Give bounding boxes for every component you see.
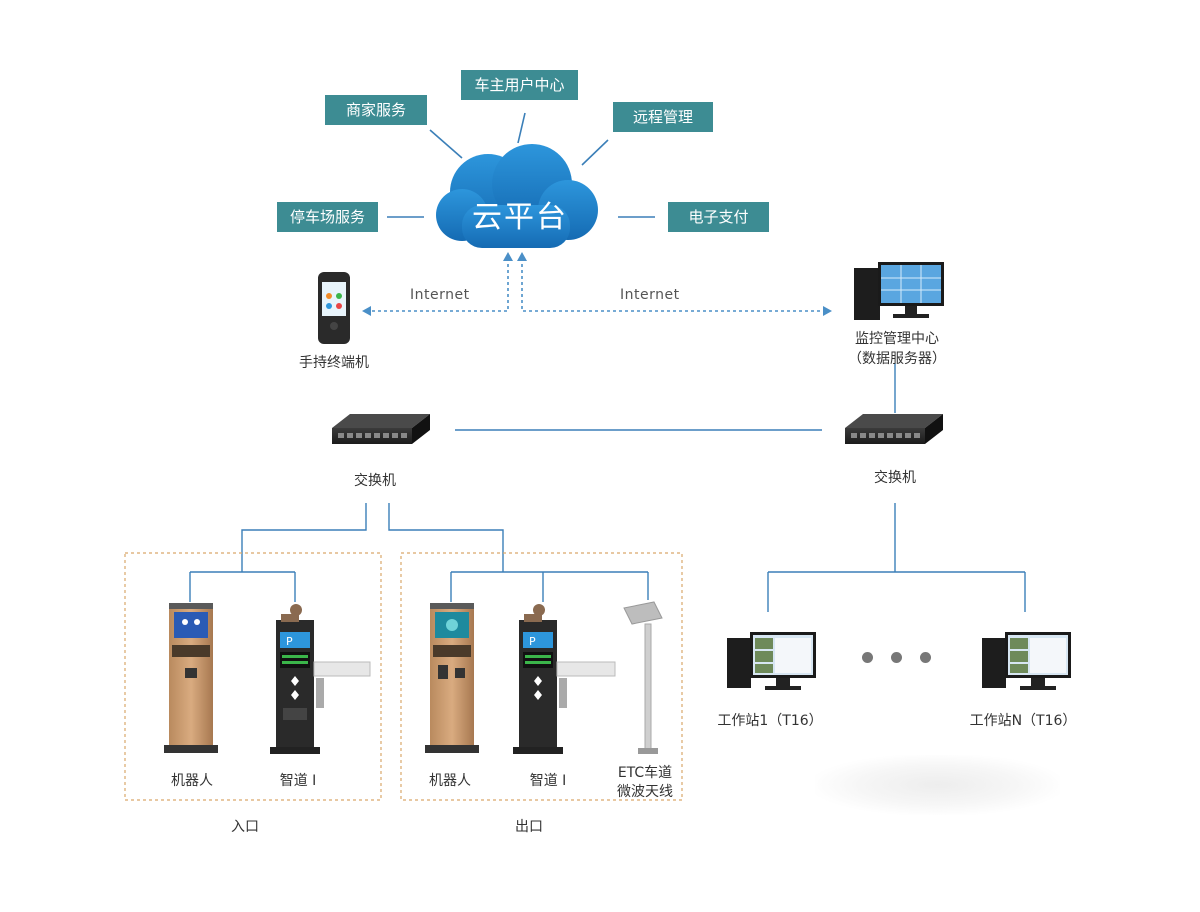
exit-zone-label: 出口	[515, 819, 543, 835]
parking-service-box: 停车场服务	[277, 202, 378, 232]
switch-left-label: 交换机	[354, 473, 396, 489]
network-lines	[189, 363, 1026, 612]
internet-arrowheads	[362, 252, 832, 316]
internet-label-right: Internet	[620, 287, 680, 303]
switch-right-label: 交换机	[874, 470, 916, 486]
cloud-shape	[436, 144, 598, 248]
entrance-zone-border	[124, 552, 382, 801]
switch-right-image	[845, 414, 943, 444]
ellipsis-dot	[862, 652, 873, 663]
monitor-center-label: 监控管理中心	[855, 331, 939, 347]
robot-entrance-image	[164, 603, 218, 753]
data-server-label: （数据服务器）	[848, 351, 946, 367]
workstation-1-image	[727, 632, 816, 690]
cloud-platform-label: 云平台	[472, 200, 568, 235]
etc-lane-label: ETC车道	[617, 765, 673, 781]
robot-exit-image	[425, 603, 479, 753]
entrance-zone-label: 入口	[231, 819, 259, 835]
microwave-antenna-label: 微波天线	[617, 784, 673, 800]
ellipsis-dot	[920, 652, 931, 663]
merchant-service-box: 商家服务	[325, 95, 427, 125]
internet-links	[368, 258, 826, 312]
switch-left-image	[332, 414, 430, 444]
workstation-n-label: 工作站N（T16）	[969, 713, 1077, 729]
gate-entrance-image: P	[270, 604, 371, 754]
handheld-terminal-image	[318, 272, 350, 344]
background-haze	[815, 755, 1060, 815]
robot-exit-label: 机器人	[429, 773, 471, 789]
workstation-n-image	[982, 632, 1071, 690]
ellipsis-dot	[891, 652, 902, 663]
exit-zone-border	[400, 552, 683, 801]
payment-service-box: 电子支付	[668, 202, 769, 232]
handheld-terminal-label: 手持终端机	[299, 355, 369, 371]
gate-exit-label: 智道 I	[529, 773, 567, 789]
gate-exit-image: P	[513, 604, 616, 754]
service-connectors	[387, 112, 655, 218]
remote-management-box: 远程管理	[613, 102, 713, 132]
monitor-center-image	[854, 262, 944, 320]
more-workstations-ellipsis	[862, 652, 931, 663]
workstation-1-label: 工作站1（T16）	[717, 713, 823, 729]
svg-text:P: P	[286, 635, 293, 648]
svg-text:P: P	[529, 635, 536, 648]
gate-entrance-label: 智道 I	[279, 773, 317, 789]
etc-antenna-image	[623, 601, 663, 754]
robot-entrance-label: 机器人	[171, 773, 213, 789]
owner-center-box: 车主用户中心	[461, 70, 578, 100]
internet-label-left: Internet	[410, 287, 470, 303]
